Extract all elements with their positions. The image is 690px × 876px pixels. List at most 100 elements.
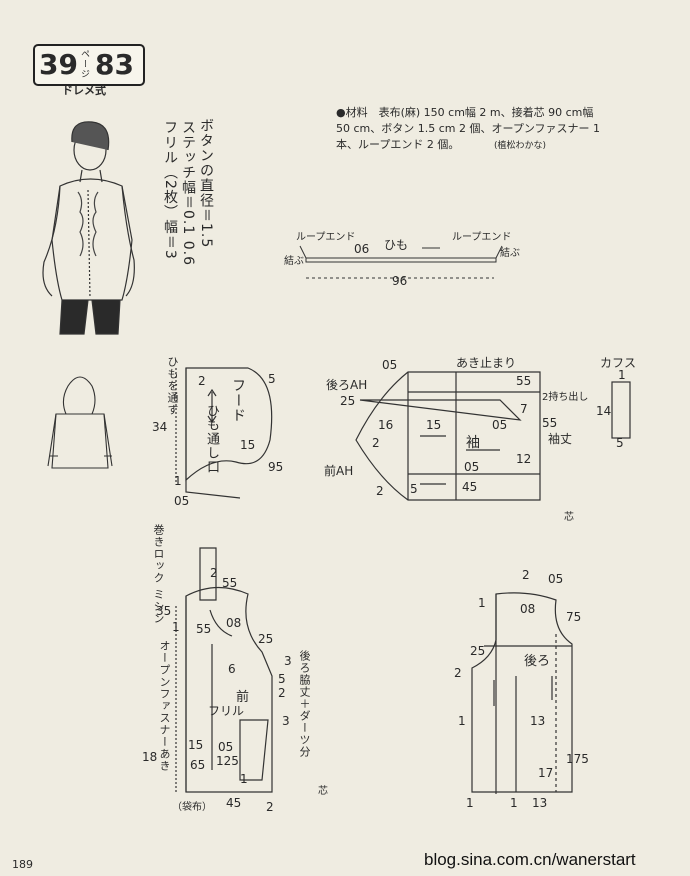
front-side-note: 後ろ脇丈＋ダーツ分 — [298, 650, 311, 758]
style-label: ドレメ式 — [62, 84, 106, 97]
sleeve-dim: 55 — [516, 374, 532, 388]
front-dim: 125 — [216, 754, 239, 768]
hood-back-illustration — [47, 376, 113, 469]
sleeve-dim: 16 — [378, 418, 394, 432]
cuff-dim: 5 — [616, 436, 624, 450]
front-dim: 1 — [240, 772, 248, 786]
back-dim: 17 — [538, 766, 554, 780]
hood-dim: 05 — [174, 494, 190, 508]
sleeve-dim: 7 — [520, 402, 528, 416]
sleeve-name: 袖 — [466, 435, 480, 451]
sleeve-dim: 25 — [340, 394, 356, 408]
back-dim: 1 — [478, 596, 486, 610]
front-dim: 08 — [226, 616, 242, 630]
cord-label: ひも — [384, 238, 409, 252]
back-bodice-pattern — [471, 592, 573, 794]
back-dim: 2 — [454, 666, 462, 680]
cord-tie-right: 結ぶ — [500, 248, 520, 259]
cuff-dim: 1 — [618, 368, 626, 382]
back-dim: 25 — [470, 644, 486, 658]
hood-dim: 34 — [152, 420, 168, 434]
materials-line-3: 本、ループエンド 2 個。 — [336, 138, 460, 151]
front-dim: 3 — [284, 654, 292, 668]
page-number: 189 — [12, 858, 33, 871]
back-dim: 2 — [522, 568, 530, 582]
cuff-dim: 14 — [596, 404, 612, 418]
front-dim: 1 — [172, 620, 180, 634]
item-number: 83 — [95, 48, 134, 81]
back-dim: 05 — [548, 572, 564, 586]
front-dim: 5 — [278, 672, 286, 686]
back-dim: 08 — [520, 602, 536, 616]
sleeve-dim: 05 — [382, 358, 398, 372]
model-figure-illustration — [42, 121, 135, 335]
sleeve-dim: 55 — [542, 416, 558, 430]
front-dim: 6 — [228, 662, 236, 676]
note-button-diameter: ボタンの直径＝1.5 — [198, 118, 214, 249]
front-dim: 45 — [226, 796, 242, 810]
front-frill: フリル — [208, 704, 245, 718]
back-dim: 13 — [532, 796, 548, 810]
front-dim: 55 — [222, 576, 238, 590]
back-name: 後ろ — [524, 654, 551, 669]
front-dim: 18 — [142, 750, 158, 764]
cord-tie-left: 結ぶ — [284, 256, 304, 267]
interfacing-mark: 芯 — [564, 512, 574, 523]
front-dim: 05 — [218, 740, 234, 754]
front-dim: 2 — [210, 566, 218, 580]
sleeve-dim: 12 — [516, 452, 532, 466]
hood-dim: 95 — [268, 460, 284, 474]
cord-loop-end-right: ループエンド — [452, 232, 512, 243]
front-dim: 3 — [282, 714, 290, 728]
front-zipper: オープンファスナーあき — [158, 640, 171, 772]
back-dim: 75 — [566, 610, 582, 624]
hood-dim: 2 — [198, 374, 206, 388]
front-pocket: （袋布） — [172, 802, 212, 813]
hood-name: フード — [230, 378, 246, 423]
watermark: blog.sina.com.cn/wanerstart — [424, 850, 636, 869]
back-dim: 13 — [530, 714, 546, 728]
front-overlock: 巻きロック ミシン — [152, 524, 165, 625]
sleeve-pattern — [355, 371, 541, 501]
hood-side-label: ひもを通す — [166, 356, 179, 416]
note-stitch-width: ステッチ幅＝0.1 0.6 — [180, 120, 196, 266]
front-dim: 65 — [190, 758, 206, 772]
front-name: 前 — [236, 690, 250, 705]
back-dim: 1 — [466, 796, 474, 810]
front-dim: 35 — [156, 604, 172, 618]
materials-line-2: 50 cm、ボタン 1.5 cm 2 個、オープンファスナー 1 — [336, 122, 601, 135]
front-dim: 25 — [258, 632, 274, 646]
hood-pattern — [175, 367, 273, 499]
sleeve-dim: 05 — [492, 418, 508, 432]
back-dim: 1 — [510, 796, 518, 810]
back-dim: 175 — [566, 752, 589, 766]
front-dim: 55 — [196, 622, 212, 636]
cord-loop-end-left: ループエンド — [296, 232, 356, 243]
front-dim: 2 — [266, 800, 274, 814]
page-reference-badge: 39 ページ 83 — [33, 44, 145, 86]
hood-dim: 15 — [240, 438, 256, 452]
sleeve-dim: 2 — [376, 484, 384, 498]
sleeve-allowance: 2持ち出し — [542, 392, 589, 403]
front-dim: 15 — [188, 738, 204, 752]
page-ref-suffix: ページ — [79, 49, 89, 79]
hood-dim: 5 — [268, 372, 276, 386]
materials-line-1: ●材料 表布(麻) 150 cm幅 2 m、接着芯 90 cm幅 — [336, 106, 594, 119]
back-dim: 1 — [458, 714, 466, 728]
sleeve-dim: 45 — [462, 480, 478, 494]
cuff-name: カフス — [600, 356, 637, 370]
hood-channel: ひも通し口 — [204, 404, 219, 474]
page-ref-number: 39 — [39, 48, 78, 81]
cord-length: 96 — [392, 274, 408, 288]
front-dim: 2 — [278, 686, 286, 700]
sleeve-slit: あき止まり — [456, 356, 517, 370]
sleeve-length-label: 袖丈 — [548, 432, 573, 446]
materials-credit: (植松わかな) — [494, 141, 547, 151]
sleeve-front-ah: 前AH — [324, 464, 354, 478]
sleeve-back-ah: 後ろAH — [326, 378, 368, 392]
sleeve-dim: 5 — [410, 482, 418, 496]
interfacing-mark: 芯 — [318, 786, 328, 797]
cord-width: 06 — [354, 242, 370, 256]
cuff-pattern — [611, 381, 631, 439]
note-frill-width: フリル（2枚）幅＝3 — [162, 120, 178, 260]
